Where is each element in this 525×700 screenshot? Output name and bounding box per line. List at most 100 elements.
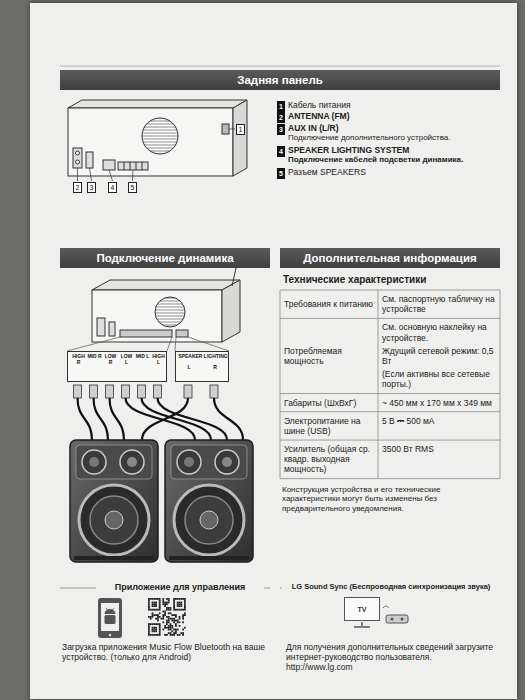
qr-module [159,602,161,604]
qr-module [168,618,170,620]
qr-module [168,607,170,609]
terminal-label: R [208,365,222,371]
qr-module [162,616,164,618]
qr-module [159,634,161,636]
qr-module [157,620,159,622]
qr-module [182,609,184,611]
callout-number: 3 [87,182,96,193]
table-cell: 5 В ⎓ 500 мА [382,416,496,426]
qr-module [166,621,168,623]
qr-module [155,627,157,629]
plug [74,385,82,398]
qr-module [164,602,166,604]
qr-module [166,627,168,629]
qr-module [166,598,168,600]
qr-module [164,614,166,616]
qr-module [173,614,175,616]
qr-module [184,612,186,614]
table-cell: Электропитание на шине (USB) [284,416,374,436]
qr-module [152,630,154,632]
qr-module [152,627,154,629]
qr-module [173,629,175,631]
node-text: 5 [131,184,135,191]
callout-number: 2 [277,112,285,123]
qr-module [148,616,150,618]
qr-module [162,611,164,613]
qr-module [184,598,186,600]
qr-module [168,612,170,614]
terminal-label: MID L [135,354,150,360]
qr-module [180,609,182,611]
qr-module [162,614,164,616]
qr-module [164,611,166,613]
qr-module [159,625,161,627]
qr-module [179,621,181,623]
terminal-label: MID R [87,354,102,360]
table-cell: См. основную наклейку на устройстве. [382,322,496,342]
qr-module [159,612,161,614]
qr-module [184,607,186,609]
qr-module [155,618,157,620]
qr-module [162,600,164,602]
qr-module [157,634,159,636]
qr-module [171,627,173,629]
qr-module [175,632,177,634]
qr-module [153,609,155,611]
plug [90,385,98,398]
qr-module [184,600,186,602]
text-label: Конструкция устройства и его технические… [282,485,500,514]
node-text: TV [358,606,367,613]
qr-module [179,625,181,627]
table-cell: См. паспортную табличку на устройстве [382,294,496,314]
qr-module [153,614,155,616]
qr-module [182,598,184,600]
qr-module [148,623,150,625]
qr-module [177,598,179,600]
qr-module [153,627,155,629]
qr-module [177,634,179,636]
qr-module [168,629,170,631]
qr-module [164,625,166,627]
qr-module [177,609,179,611]
qr-module [153,603,155,605]
section-header: Дополнительная информация [280,248,500,268]
qr-module [148,634,150,636]
qr-module [159,600,161,602]
qr-module [171,618,173,620]
qr-module [148,632,150,634]
qr-module [150,616,152,618]
qr-module [170,612,172,614]
qr-module [180,603,182,605]
plug [184,385,192,398]
table-rule [280,440,500,441]
text-label: Для получения дополнительных сведений за… [286,642,498,673]
qr-module [177,605,179,607]
qr-module [177,603,179,605]
plug [122,385,130,398]
qr-module [148,600,150,602]
qr-module [168,620,170,622]
qr-module [173,632,175,634]
qr-module [175,630,177,632]
plug [106,385,114,398]
table-rule [280,393,500,394]
qr-module [150,618,152,620]
qr-module [171,625,173,627]
node-text: 2 [76,184,80,191]
node-text: 5 [279,170,283,177]
qr-module [166,620,168,622]
qr-module [152,598,154,600]
qr-module [180,605,182,607]
text-label: SPEAKER LIGHTING SYSTEM [288,145,493,155]
table-rule [280,290,500,291]
table-rule [280,318,500,319]
qr-module [159,630,161,632]
qr-module [157,614,159,616]
qr-module [152,629,154,631]
qr-module [168,632,170,634]
qr-module [179,634,181,636]
callout-number: 1 [277,101,285,112]
qr-module [155,614,157,616]
qr-module [166,616,168,618]
qr-module [159,605,161,607]
